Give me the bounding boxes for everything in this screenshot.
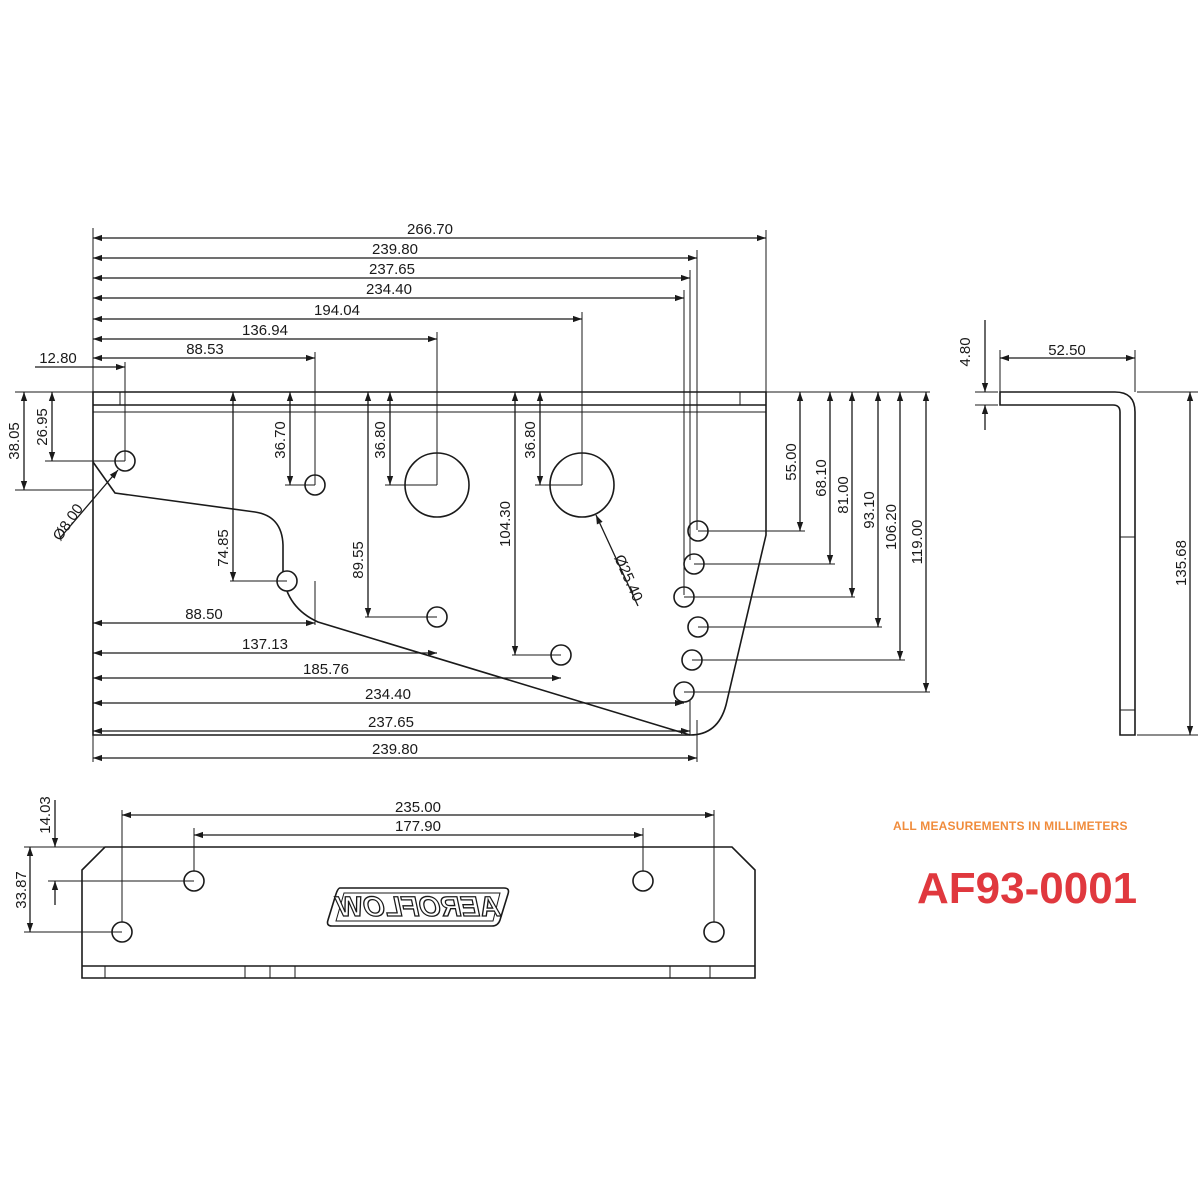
dim-119-00: 119.00 (909, 520, 926, 565)
part-number: AF93-0001 (917, 864, 1138, 913)
dim-38-05: 38.05 (6, 422, 23, 460)
dim-239-80-top: 239.80 (372, 241, 418, 258)
dim-4-80: 4.80 (957, 337, 974, 366)
dim-dia-8: Ø8.00 (50, 501, 87, 544)
right-dimensions: 55.00 68.10 81.00 93.10 106.20 119.00 (684, 391, 930, 693)
front-inner-contour (92, 461, 691, 736)
dim-239-80-bottom: 239.80 (372, 741, 418, 758)
dim-136-94: 136.94 (242, 322, 288, 339)
bottom-hole-inner-right (632, 870, 654, 892)
dim-55-00: 55.00 (783, 443, 800, 481)
dim-88-50: 88.50 (185, 606, 223, 623)
dim-26-95: 26.95 (34, 408, 51, 446)
dim-177-90: 177.90 (395, 818, 441, 835)
dim-104-30: 104.30 (497, 501, 514, 547)
dim-234-40-bottom: 234.40 (365, 686, 411, 703)
dim-36-80-right: 36.80 (522, 421, 539, 459)
bottom-hole-outer-right (703, 921, 725, 943)
dim-235-00: 235.00 (395, 799, 441, 816)
dim-68-10: 68.10 (813, 459, 830, 497)
left-dimensions: 38.05 26.95 Ø8.00 (6, 391, 125, 544)
bottom-plate-outline (81, 846, 756, 979)
dim-74-85: 74.85 (215, 529, 232, 567)
dim-52-50: 52.50 (1048, 342, 1086, 359)
bottom-view: AEROFLOW 235.00 177.90 14.03 33.87 (13, 796, 756, 979)
dim-36-70: 36.70 (272, 421, 289, 459)
dim-89-55: 89.55 (350, 541, 367, 579)
dim-14-03: 14.03 (37, 796, 54, 834)
dim-36-80-left: 36.80 (372, 421, 389, 459)
dim-106-20: 106.20 (883, 504, 900, 550)
svg-text:AEROFLOW: AEROFLOW (333, 890, 503, 922)
front-view: 266.70 239.80 237.65 234.40 194.04 136.9… (6, 221, 930, 762)
dim-33-87: 33.87 (13, 871, 30, 909)
front-plate-outline (92, 391, 767, 736)
dim-234-40-top: 234.40 (366, 281, 412, 298)
dim-185-76: 185.76 (303, 661, 349, 678)
dim-237-65-bottom: 237.65 (368, 714, 414, 731)
dim-93-10: 93.10 (861, 491, 878, 529)
dim-194-04: 194.04 (314, 302, 360, 319)
aeroflow-logo: AEROFLOW (326, 887, 510, 927)
dim-137-13: 137.13 (242, 636, 288, 653)
dim-dia-25-40: Ø25.40 (610, 552, 646, 604)
side-view: 4.80 52.50 135.68 (957, 320, 1198, 736)
dim-266-70: 266.70 (407, 221, 453, 238)
measurement-unit-note: ALL MEASUREMENTS IN MILLIMETERS (893, 819, 1128, 833)
side-profile-outline (999, 391, 1136, 736)
dim-12-80: 12.80 (39, 350, 77, 367)
dim-81-00: 81.00 (835, 476, 852, 514)
dim-237-65-top: 237.65 (369, 261, 415, 278)
bottom-dimensions: 88.50 137.13 185.76 234.40 237.65 239.80 (92, 581, 698, 762)
top-dimensions: 266.70 239.80 237.65 234.40 194.04 136.9… (35, 221, 767, 595)
dim-88-53: 88.53 (186, 341, 224, 358)
dim-135-68: 135.68 (1173, 540, 1190, 586)
